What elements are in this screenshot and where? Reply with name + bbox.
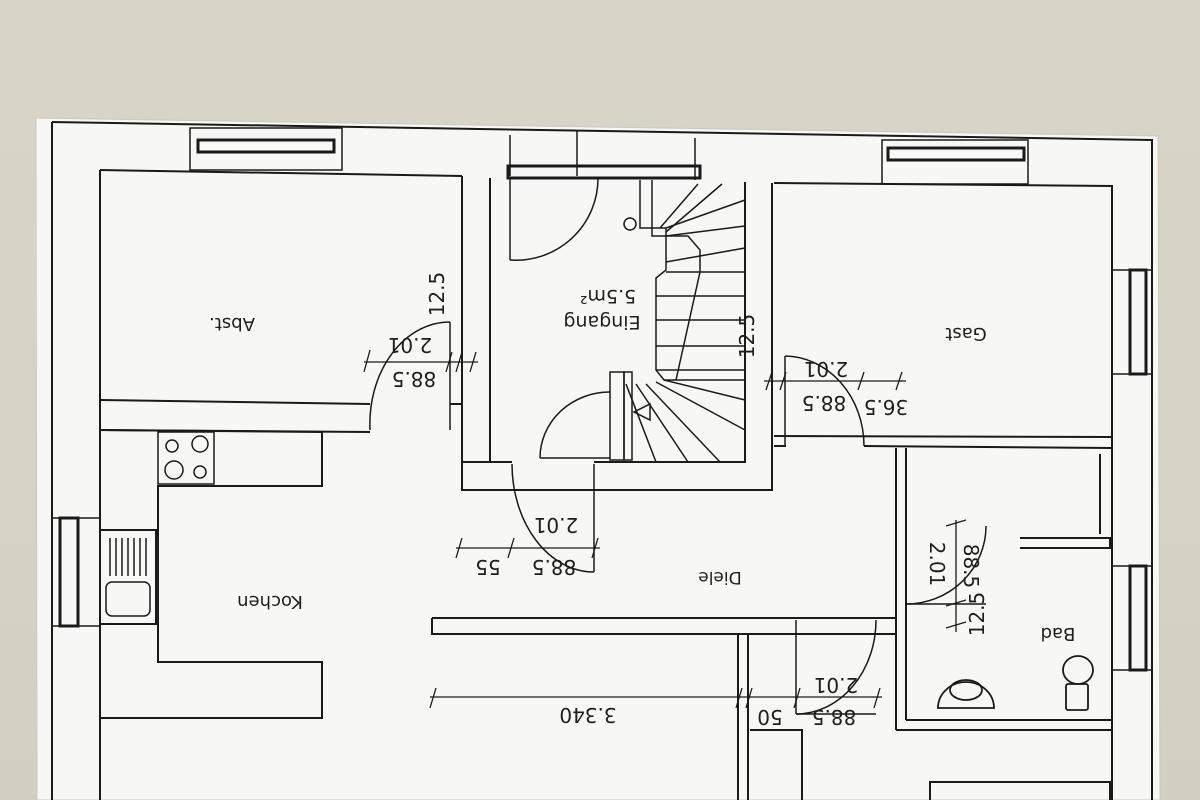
dim-bad-reveal: 12.5 (965, 592, 989, 637)
dim-gast-width: 88.5 (802, 391, 847, 415)
toilet-icon (1062, 655, 1094, 711)
room-label-abst: Abst. (209, 313, 255, 334)
dim-lower-height: 2.01 (814, 673, 859, 697)
dim-bad-height: 2.01 (925, 542, 949, 587)
paper-sheet (35, 117, 1161, 800)
window-left-wall (52, 516, 100, 628)
dim-gast-side: 36.5 (864, 395, 909, 419)
washbasin-icon (937, 679, 995, 709)
dim-bad-width: 88.5 (959, 544, 983, 589)
dim-abst-width: 88.5 (392, 367, 437, 391)
dim-abst-reveal: 12.5 (425, 272, 449, 317)
room-label-diele: Diele (698, 567, 741, 587)
room-label-kochen: Kochen (237, 591, 303, 612)
dim-gast-height: 2.01 (804, 357, 849, 381)
stair-icon (609, 180, 746, 463)
sink-icon (105, 538, 151, 617)
dim-entry-height: 2.01 (534, 513, 579, 537)
window-right-wall-upper (1112, 268, 1152, 376)
room-area-eingang: 5.5m² (580, 285, 636, 307)
window-top-left (189, 127, 343, 171)
stove-icon (157, 431, 215, 485)
window-top-right (881, 139, 1029, 185)
dim-stair-reveal: 12.5 (735, 314, 759, 359)
room-label-eingang: Eingang (563, 311, 640, 333)
room-label-bad: Bad (1041, 623, 1076, 644)
window-right-wall-lower (1112, 564, 1152, 672)
dim-lower-side: 50 (757, 705, 782, 729)
dim-hall-length: 3.340 (559, 703, 616, 727)
dim-entry-width: 88.5 (532, 555, 577, 579)
room-label-gast: Gast (945, 323, 986, 344)
dimension-lines (363, 349, 967, 709)
dim-lower-width: 88.5 (812, 705, 857, 729)
interior-walls (99, 176, 1113, 800)
dim-abst-height: 2.01 (388, 333, 433, 357)
dim-entry-side: 55 (475, 555, 500, 579)
door-swings (369, 177, 987, 715)
window-top-center (506, 130, 702, 180)
